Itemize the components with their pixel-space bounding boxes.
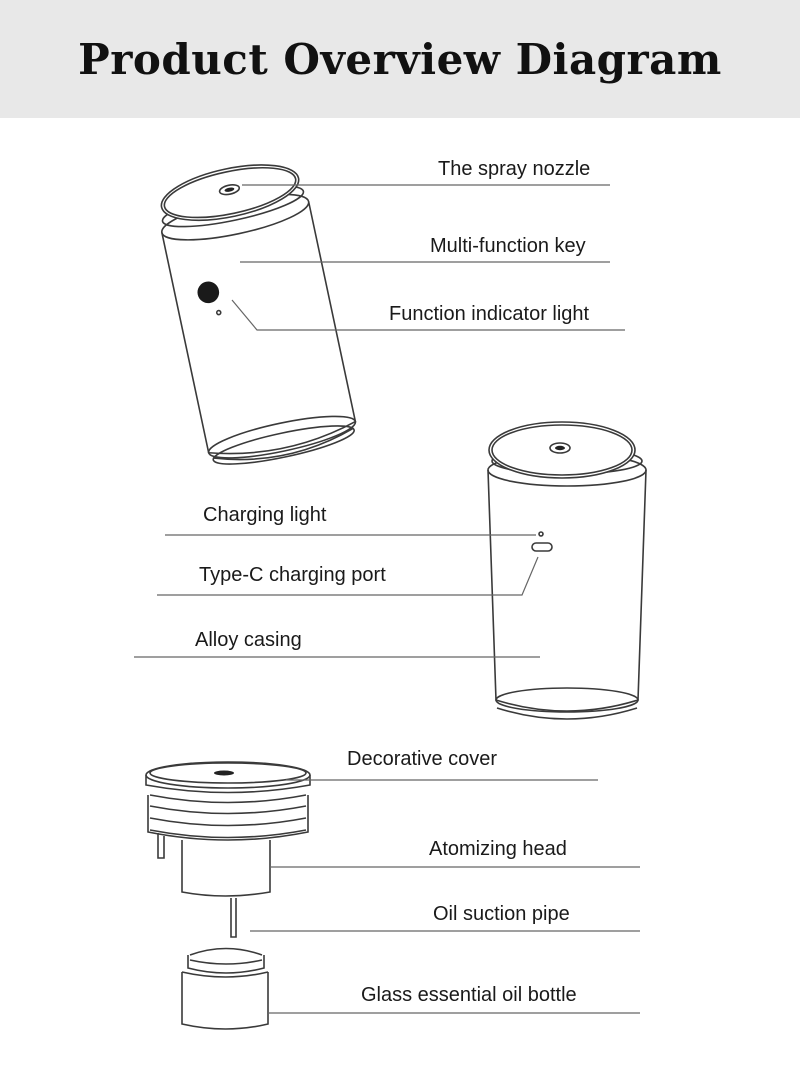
leader-lines <box>134 184 640 1014</box>
label-atomizing-head: Atomizing head <box>429 838 567 860</box>
title-banner: Product Overview Diagram <box>0 0 800 118</box>
label-oil-suction-pipe: Oil suction pipe <box>433 903 570 925</box>
label-function-indicator-light: Function indicator light <box>389 303 590 325</box>
label-type-c-port: Type-C charging port <box>199 564 386 586</box>
label-charging-light: Charging light <box>203 504 327 526</box>
leader-function-indicator <box>231 299 625 331</box>
label-multi-function-key: Multi-function key <box>430 235 586 257</box>
label-decorative-cover: Decorative cover <box>347 748 498 770</box>
label-alloy-casing: Alloy casing <box>195 629 302 651</box>
exploded-parts-drawing <box>145 761 311 1030</box>
device-tilted-drawing <box>160 164 357 465</box>
label-spray-nozzle: The spray nozzle <box>438 158 591 180</box>
device-upright-drawing <box>487 421 647 720</box>
label-glass-oil-bottle: Glass essential oil bottle <box>361 984 577 1006</box>
page-title: Product Overview Diagram <box>78 34 722 84</box>
leader-type-c-port <box>157 556 539 596</box>
